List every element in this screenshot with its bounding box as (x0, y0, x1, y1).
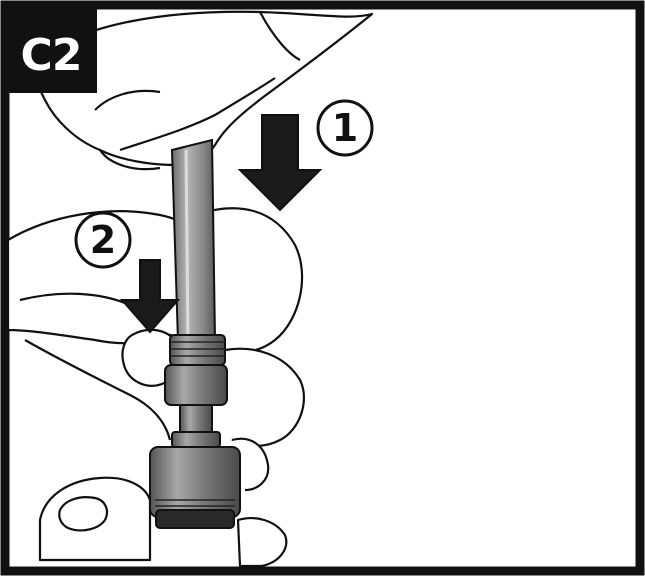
callout-1-number: 1 (332, 106, 358, 150)
down-arrow-icon (119, 259, 181, 334)
step-badge: C2 (5, 5, 97, 93)
upper-hand (28, 10, 374, 171)
insertion-rod (170, 138, 217, 344)
release-collar (169, 334, 226, 366)
push-fit-connector (149, 364, 241, 529)
callout-1: 1 (316, 99, 374, 157)
step-label: C2 (21, 30, 82, 81)
down-arrow-icon (237, 114, 323, 212)
callout-2-number: 2 (90, 218, 116, 262)
callout-2: 2 (74, 211, 132, 269)
